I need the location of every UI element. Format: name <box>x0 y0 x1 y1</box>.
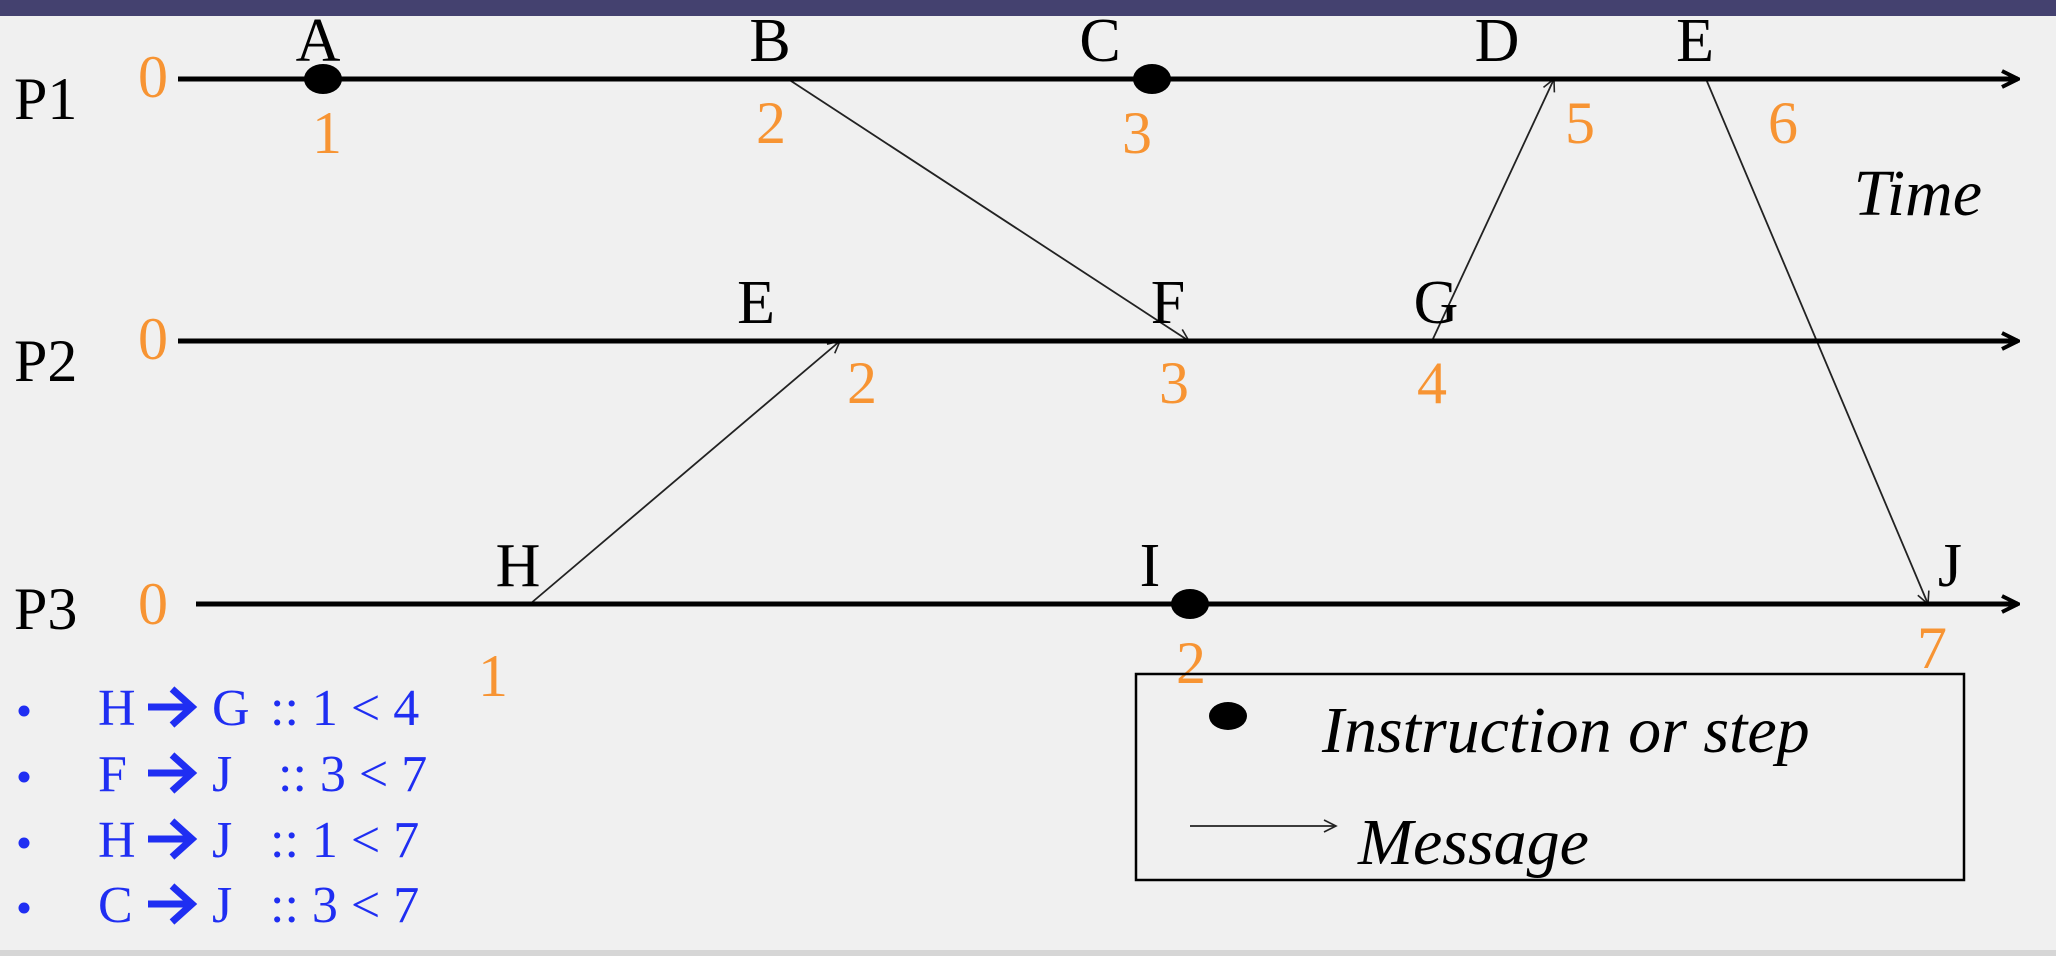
start-clock-p3: 0 <box>138 571 168 637</box>
bullet-dot <box>18 837 30 849</box>
bullet-from: F <box>98 746 127 803</box>
lamport-clock-d: 5 <box>1565 90 1595 156</box>
process-label-p2: P2 <box>14 328 77 394</box>
lamport-clock-c: 3 <box>1122 100 1152 166</box>
event-label-e: E <box>737 269 775 337</box>
event-label-j: J <box>1938 532 1962 600</box>
implies-arrow-icon <box>148 883 198 925</box>
event-dot-i <box>1171 589 1209 619</box>
bullet-comparison: :: 1 < 7 <box>270 812 419 869</box>
bullet-to: J <box>212 812 232 869</box>
bullet-to: J <box>212 746 232 803</box>
process-label-p3: P3 <box>14 576 77 642</box>
message-arrow <box>529 339 842 605</box>
event-label-d: D <box>1475 7 1520 75</box>
bullet-to: G <box>212 680 250 737</box>
start-clock-p2: 0 <box>138 306 168 372</box>
legend-message-label: Message <box>1357 806 1589 879</box>
event-dot-a <box>304 64 342 94</box>
title-bar <box>0 0 2056 16</box>
message-arrow <box>787 78 1191 342</box>
bullet-comparison: :: 3 < 7 <box>270 877 419 934</box>
bullet-dot <box>18 705 30 717</box>
process-label-p1: P1 <box>14 66 77 132</box>
bullet-dot <box>18 902 30 914</box>
bullet-comparison: :: 3 < 7 <box>278 746 427 803</box>
lamport-clock-a: 1 <box>312 100 342 166</box>
causality-bullet: H G:: 1 < 4 <box>18 680 419 737</box>
event-label-e: E <box>1676 7 1714 75</box>
causality-bullet: H J:: 1 < 7 <box>18 812 419 869</box>
event-label-f: F <box>1151 269 1185 337</box>
event-label-h: H <box>496 532 541 600</box>
time-axis-label: Time <box>1854 157 1982 230</box>
causality-bullet: F J:: 3 < 7 <box>18 746 427 803</box>
event-label-g: G <box>1414 269 1459 337</box>
lamport-clock-b: 2 <box>756 90 786 156</box>
event-dot-c <box>1133 64 1171 94</box>
event-label-a: A <box>296 7 341 75</box>
message-arrow <box>1431 77 1556 342</box>
legend-instruction-label: Instruction or step <box>1321 694 1810 767</box>
bullet-dot <box>18 771 30 783</box>
lamport-clock-i: 2 <box>1176 630 1206 696</box>
bullet-from: C <box>98 877 133 934</box>
legend-box <box>1134 672 1966 882</box>
lamport-clock-h: 1 <box>478 643 508 709</box>
lamport-clock-g: 4 <box>1417 350 1447 416</box>
bullet-from: H <box>98 680 136 737</box>
bullet-from: H <box>98 812 136 869</box>
event-label-c: C <box>1079 7 1120 75</box>
bullet-to: J <box>212 877 232 934</box>
implies-arrow-icon <box>148 818 198 860</box>
event-label-i: I <box>1140 532 1161 600</box>
bullet-comparison: :: 1 < 4 <box>270 680 419 737</box>
lamport-clock-e: 6 <box>1768 90 1798 156</box>
implies-arrow-icon <box>148 752 198 794</box>
event-label-b: B <box>749 7 790 75</box>
lamport-clock-f: 3 <box>1159 350 1189 416</box>
start-clock-p1: 0 <box>138 44 168 110</box>
implies-arrow-icon <box>148 686 198 728</box>
lamport-clock-e: 2 <box>847 350 877 416</box>
causality-bullet: C J:: 3 < 7 <box>18 877 419 934</box>
lamport-clock-j: 7 <box>1917 615 1947 681</box>
bottom-bar <box>0 950 2056 956</box>
legend-step-dot-icon <box>1209 702 1247 730</box>
